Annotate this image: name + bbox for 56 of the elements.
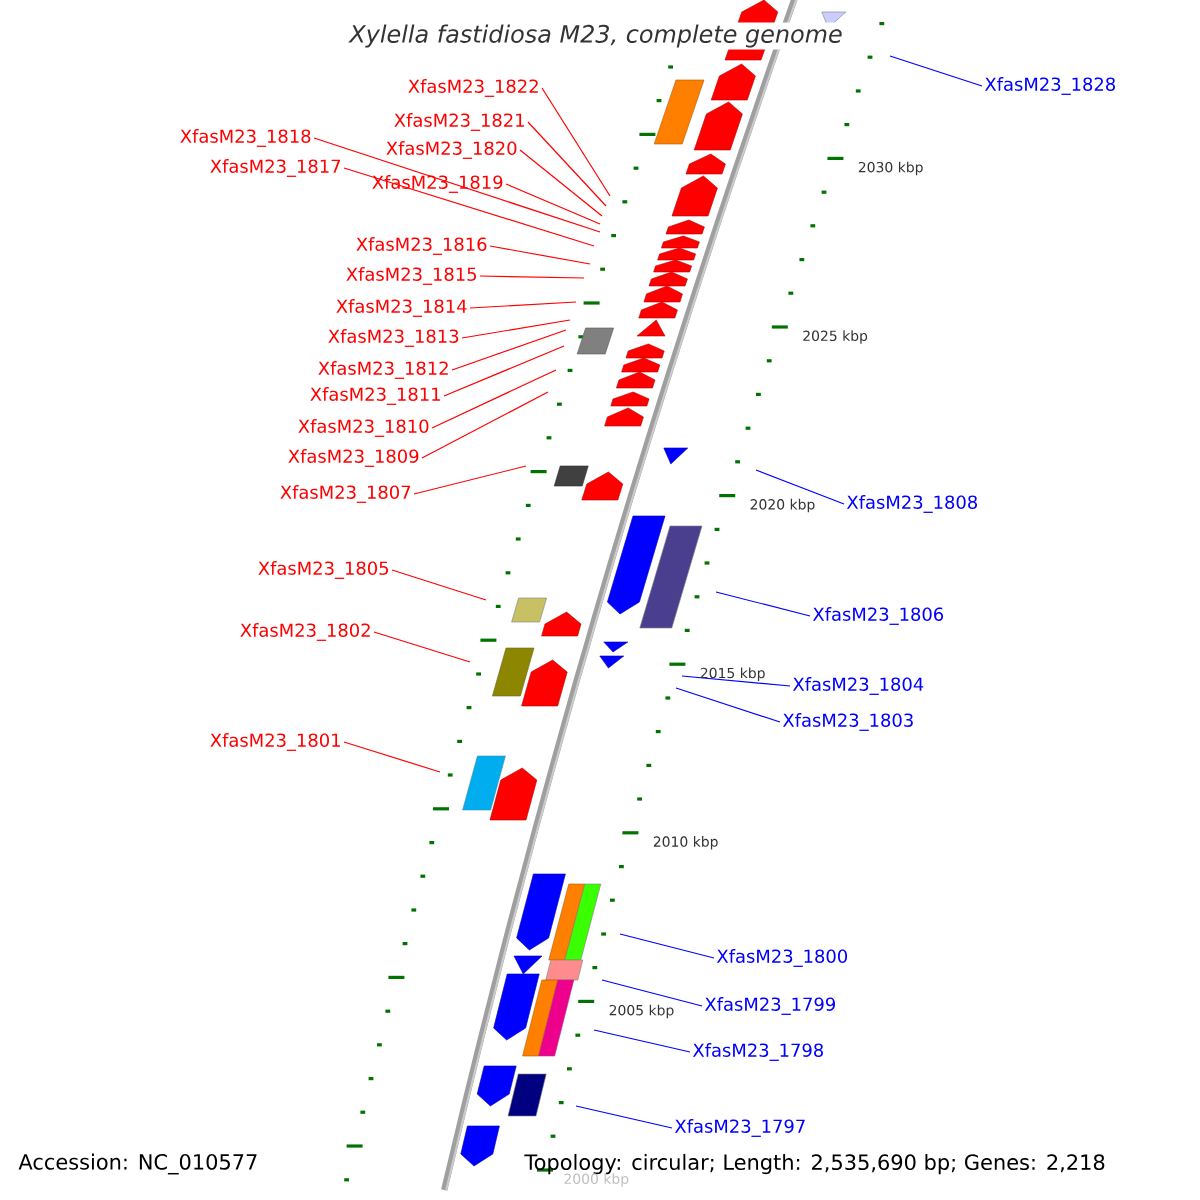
gene-label: XfasM23_1811: [310, 387, 440, 405]
gene-label: XfasM23_1807: [280, 485, 411, 503]
gene-label: XfasM23_1822: [408, 79, 538, 97]
gene-label: XfasM23_1803: [782, 713, 913, 731]
gene-label: XfasM23_1813: [328, 329, 459, 347]
gene-label: XfasM23_1802: [240, 623, 370, 641]
leader-line: [755, 469, 845, 505]
leader-line: [313, 137, 601, 233]
leader-line: [681, 675, 791, 687]
leader-line: [479, 275, 585, 279]
leader-line: [451, 329, 567, 371]
info-text: Topology: circular; Length: 2,535,690 bp; Genes: 2,218: [524, 1153, 1105, 1175]
gene-label: XfasM23_1814: [336, 299, 467, 317]
leader-line: [527, 121, 607, 207]
leader-line: [391, 569, 487, 601]
leader-line: [489, 245, 591, 265]
gene-label: XfasM23_1799: [704, 997, 835, 1015]
gene-label: XfasM23_1815: [346, 267, 477, 285]
leader-line: [421, 391, 549, 459]
title: Xylella fastidiosa M23, complete genome: [347, 22, 845, 50]
gene-label: XfasM23_1818: [180, 129, 311, 147]
leader-line: [413, 465, 527, 495]
gene-label: XfasM23_1817: [210, 159, 341, 177]
gene-label: XfasM23_1821: [394, 113, 524, 131]
leader-line: [593, 1029, 691, 1053]
gene-label: XfasM23_1828: [984, 77, 1115, 95]
gene-label: XfasM23_1800: [716, 949, 848, 967]
gene-label: XfasM23_1806: [812, 607, 944, 625]
gene-label: XfasM23_1810: [298, 419, 429, 437]
leader-line: [601, 979, 703, 1007]
leader-line: [461, 319, 571, 339]
leader-line: [505, 183, 601, 225]
leader-line: [519, 149, 603, 217]
gene-label: XfasM23_1801: [210, 733, 340, 751]
gene-label: XfasM23_1798: [692, 1043, 823, 1061]
leader-line: [443, 345, 565, 397]
leader-line: [431, 369, 557, 429]
leader-line: [469, 301, 577, 309]
gene-label: XfasM23_1804: [792, 677, 924, 695]
leader-line: [343, 167, 595, 247]
leader-line: [373, 631, 471, 663]
gene-label: XfasM23_1816: [356, 237, 487, 255]
leader-line: [343, 741, 441, 773]
gene-label: XfasM23_1820: [386, 141, 517, 159]
gene-label: XfasM23_1797: [674, 1119, 805, 1137]
leader-line: [619, 933, 715, 959]
gene-label: XfasM23_1809: [288, 449, 419, 467]
gene-label: XfasM23_1805: [258, 561, 389, 579]
gene-label: XfasM23_1808: [846, 495, 977, 513]
leader-line: [715, 591, 811, 617]
gene-label: XfasM23_1812: [318, 361, 448, 379]
leader-line: [575, 1105, 673, 1129]
leader-line: [889, 55, 983, 87]
info-text: Accession: NC_010577: [18, 1153, 257, 1175]
leader-line: [675, 687, 781, 723]
leader-line: [541, 87, 611, 197]
